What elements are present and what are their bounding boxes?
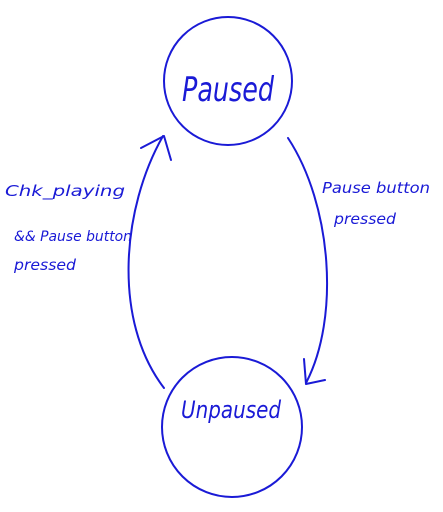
- state-paused-circle: [163, 16, 293, 146]
- transition-paused-to-unpaused: Pause button pressed: [287, 137, 430, 385]
- state-unpaused-label: Unpaused: [181, 396, 282, 424]
- transition-label-right-line2: pressed: [333, 210, 397, 228]
- transition-label-left-line2: && Pause button: [14, 229, 132, 245]
- transition-arrow-right: [287, 137, 329, 384]
- transition-label-left-line1: Chk_playing: [5, 182, 125, 201]
- state-unpaused: Unpaused: [161, 356, 303, 498]
- state-unpaused-circle: [161, 356, 303, 498]
- transition-arrow-left: [127, 135, 165, 389]
- state-paused: Paused: [163, 16, 293, 146]
- arrowhead-up-icon: [140, 135, 172, 161]
- arrowhead-down-icon: [303, 358, 326, 385]
- transition-label-right-line1: Pause button: [322, 179, 430, 197]
- transition-label-left-line3: pressed: [13, 256, 77, 274]
- transition-unpaused-to-paused: Chk_playing && Pause button pressed: [5, 135, 172, 389]
- state-paused-label: Paused: [182, 70, 274, 110]
